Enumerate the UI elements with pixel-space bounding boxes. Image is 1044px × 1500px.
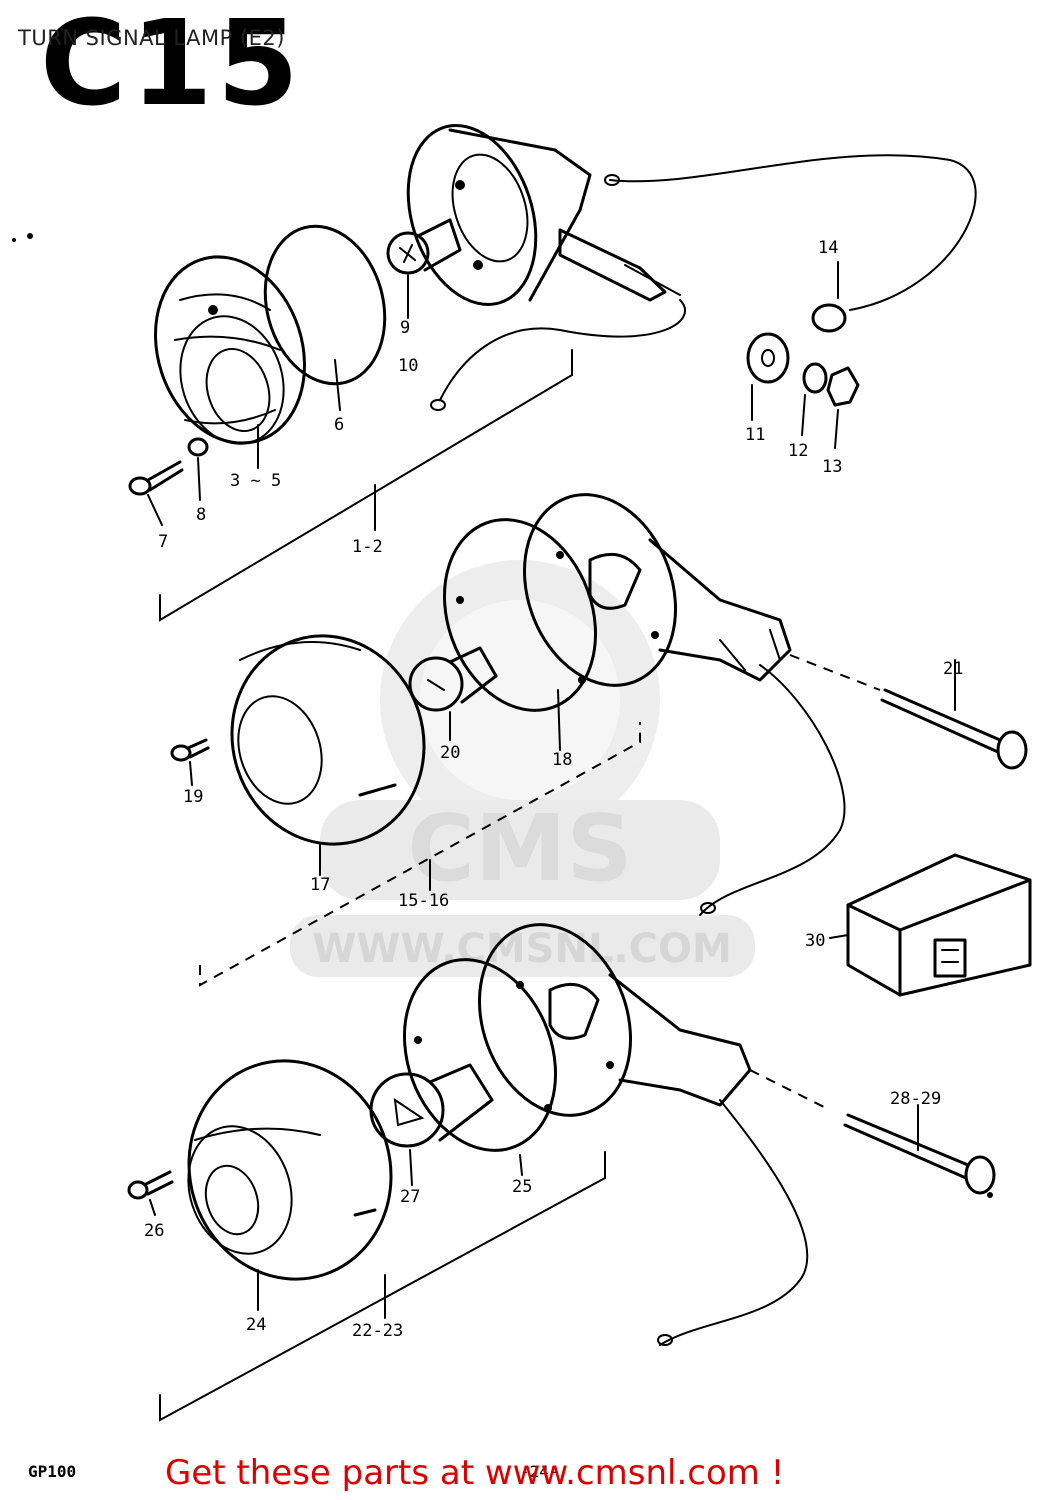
label-19: 19 [183,787,203,807]
label-13: 13 [822,457,842,477]
label-25: 25 [512,1177,532,1197]
diagram-title: TURN SIGNAL LAMP (E2) [18,26,285,50]
label-9: 9 [400,318,410,338]
gasket-top [263,224,387,386]
wire-middle [699,664,846,916]
label-20: 20 [440,743,460,763]
label-15-16: 15-16 [398,891,449,911]
bulb-top [386,218,462,275]
lens-top [153,255,307,445]
bolt-21 [880,659,1028,770]
bolt-28-29 [843,1104,996,1198]
watermark-url: WWW.CMSNL.COM [312,926,732,972]
section-code: C15 [40,0,303,132]
label-1-2: 1-2 [352,537,383,557]
terminal-14 [811,303,847,333]
label-28-29: 28-29 [890,1089,941,1109]
lens-middle [230,634,426,846]
wire-bottom [659,1099,809,1346]
bracket-15-16 [199,722,641,987]
bracket-1-2 [159,349,573,622]
label-21: 21 [943,659,963,679]
label-10: 10 [398,356,418,376]
label-14: 14 [818,238,838,258]
label-30: 30 [805,931,825,951]
label-24: 24 [246,1315,266,1335]
screw-19 [170,738,210,762]
top-lamp-assembly [128,124,977,622]
label-8: 8 [196,505,206,525]
lockwasher-12 [802,362,828,394]
screw-26 [127,1170,174,1200]
label-3-5: 3 ~ 5 [230,471,281,491]
mounting-hardware [746,261,860,449]
label-17: 17 [310,875,330,895]
gasket-bottom [402,958,558,1152]
label-7: 7 [158,532,168,552]
bulb-middle [408,646,498,712]
bulb-bottom [369,1063,494,1148]
washer-8 [187,437,209,457]
gasket-middle [442,518,598,712]
page-number: -24- [520,1462,559,1481]
label-6: 6 [334,415,344,435]
label-22-23: 22-23 [352,1321,403,1341]
middle-lamp-assembly [170,493,881,987]
bottom-lamp-assembly [127,923,831,1422]
label-27: 27 [400,1187,420,1207]
promo-link[interactable]: Get these parts at www.cmsnl.com ! [165,1453,785,1493]
label-18: 18 [552,750,572,770]
lamp-housing-middle [522,493,792,687]
label-12: 12 [788,441,808,461]
flasher-relay-30 [829,853,1032,997]
label-26: 26 [144,1221,164,1241]
watermark-brand: CMS [407,795,632,902]
model-code: GP100 [28,1462,77,1481]
washer-11 [746,332,790,384]
nut-13 [826,366,860,407]
screw-7 [128,460,184,496]
label-11: 11 [745,425,765,445]
wire-top-upper [609,154,977,311]
bracket-22-23 [159,1151,606,1422]
lamp-housing-top [406,124,681,306]
watermark: CMS WWW.CMSNL.COM [290,560,755,977]
lens-bottom [187,1059,393,1281]
wire-top-lower [439,299,686,401]
